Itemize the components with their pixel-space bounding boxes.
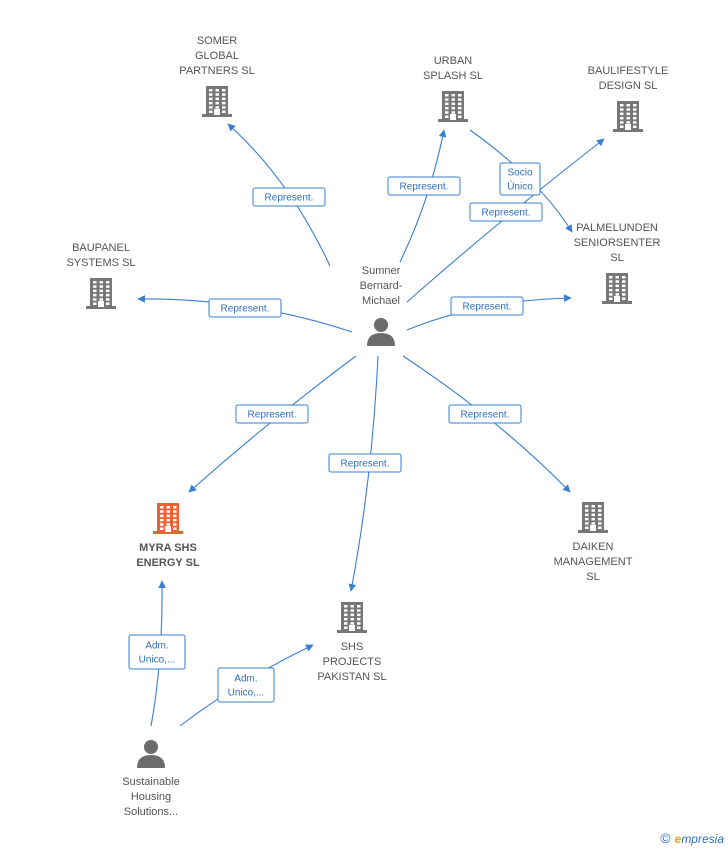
edge-label-text: Represent. (248, 410, 297, 421)
node-baulifestyle[interactable]: BAULIFESTYLE DESIGN SL (588, 65, 669, 132)
node-myra[interactable]: MYRA SHS ENERGY SL (136, 503, 200, 569)
edge-label[interactable]: Represent. (387, 176, 461, 196)
edge-label-text: Represent. (400, 182, 449, 193)
node-label-line: SL (610, 252, 623, 264)
node-label-line: SOMER (197, 35, 237, 47)
edge-label-text: Represent. (461, 410, 510, 421)
edge-label[interactable]: Represent. (469, 202, 543, 222)
node-palmelunden[interactable]: PALMELUNDEN SENIORSENTER SL (574, 222, 661, 304)
edge-label[interactable]: Adm. Unico,... (217, 667, 275, 703)
node-shs[interactable]: SHS PROJECTS PAKISTAN SL (317, 602, 387, 683)
edge-sumner-shs (348, 355, 379, 592)
edge-label-text: Represent. (265, 193, 314, 204)
node-label-line: PAKISTAN SL (317, 671, 386, 683)
edge-label-text: Represent. (341, 459, 390, 470)
node-label-line: ENERGY SL (136, 557, 200, 569)
brand-name: mpresia (681, 832, 724, 846)
edge-label-text: Socio (507, 168, 532, 179)
building-icon (578, 502, 608, 533)
edge-label-text: Adm. (234, 674, 257, 685)
brand-logo-e: e (674, 832, 682, 846)
edge-label-text: Represent. (221, 304, 270, 315)
building-icon (153, 503, 183, 534)
edge-sumner-daiken (402, 355, 571, 493)
edge-label[interactable]: Represent. (450, 296, 524, 316)
building-icon (602, 273, 632, 304)
node-label-line: Solutions... (124, 806, 178, 818)
node-label-line: SHS (341, 641, 364, 653)
edge-label[interactable]: Represent. (208, 298, 282, 318)
edge-labels-layer: Represent. Represent. Represent. SocioÚnico… (128, 162, 543, 703)
edge-sumner-urban (399, 129, 447, 263)
building-icon (438, 91, 468, 122)
node-label-line: SYSTEMS SL (66, 257, 135, 269)
footer-brand[interactable]: ©empresia (660, 830, 724, 846)
edge-label-text: Adm. (145, 641, 168, 652)
node-daiken[interactable]: DAIKEN MANAGEMENT SL (554, 502, 633, 583)
edge-label-text: Único (507, 180, 533, 193)
person-icon (137, 740, 165, 768)
person-icon (367, 318, 395, 346)
node-label-line: DESIGN SL (599, 80, 658, 92)
node-label-line: GLOBAL (195, 50, 239, 62)
node-label-line: Sustainable (122, 776, 180, 788)
edge-label-text: Represent. (463, 302, 512, 313)
node-somer[interactable]: SOMER GLOBAL PARTNERS SL (179, 35, 255, 117)
edge-label[interactable]: Represent. (235, 404, 309, 424)
node-label-line: DAIKEN (573, 541, 614, 553)
node-sustainable[interactable]: SustainableHousingSolutions... (122, 740, 180, 818)
node-label-line: MANAGEMENT (554, 556, 633, 568)
node-label-line: Sumner (362, 265, 401, 277)
node-label-line: SENIORSENTER (574, 237, 661, 249)
node-label-line: BAULIFESTYLE (588, 65, 669, 77)
edge-label-text: Represent. (482, 208, 531, 219)
edge-label[interactable]: Adm. Unico,... (128, 634, 186, 670)
node-label-line: BAUPANEL (72, 242, 130, 254)
node-label-line: PALMELUNDEN (576, 222, 658, 234)
node-label-line: Housing (131, 791, 171, 803)
nodes-layer: SOMER GLOBAL PARTNERS SL URBAN SPLASH SL BAUL… (66, 35, 668, 818)
node-label-line: SL (586, 571, 599, 583)
node-urban[interactable]: URBAN SPLASH SL (423, 55, 483, 122)
edge-label-text: Unico,... (228, 688, 265, 699)
edge-label[interactable]: Represent. (448, 404, 522, 424)
edge-label-text: Unico,... (139, 655, 176, 666)
edge-label[interactable]: Represent. (328, 453, 402, 473)
node-label-line: PARTNERS SL (179, 65, 254, 77)
node-label-line: URBAN (434, 55, 473, 67)
building-icon (613, 101, 643, 132)
edge-label[interactable]: Represent. (252, 187, 326, 207)
copyright-icon: © (660, 830, 671, 846)
building-icon (86, 278, 116, 309)
node-label-line: MYRA SHS (139, 542, 197, 554)
building-icon (337, 602, 367, 633)
node-label-line: SPLASH SL (423, 70, 483, 82)
node-baupanel[interactable]: BAUPANEL SYSTEMS SL (66, 242, 136, 309)
node-label-line: PROJECTS (323, 656, 382, 668)
building-icon (202, 86, 232, 117)
node-label-line: Bernard- (360, 280, 403, 292)
node-label-line: Michael (362, 295, 400, 307)
